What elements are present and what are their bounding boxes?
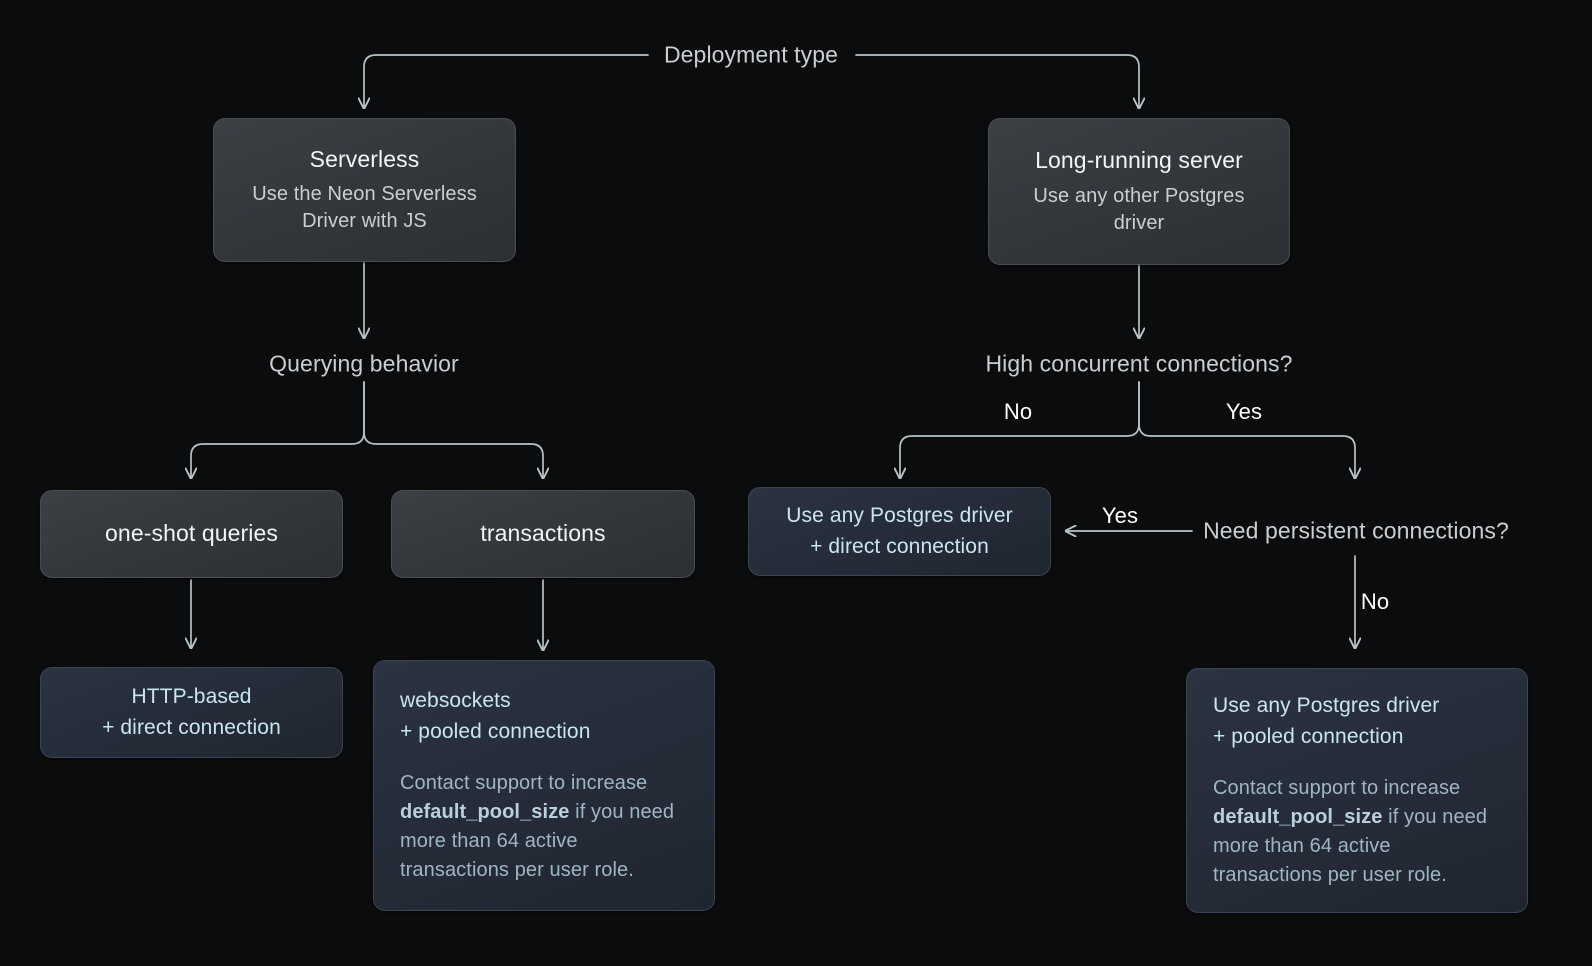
node-http-direct-connection[interactable]: HTTP-based + direct connection <box>40 667 343 758</box>
node-websockets-note-after: if you need more than 64 active transact… <box>400 800 675 881</box>
decision-high-concurrent-connections: High concurrent connections? <box>985 350 1293 377</box>
edge-label-concurrent-no: No <box>1003 399 1033 424</box>
edge-querying-to-oneshot <box>191 381 365 478</box>
node-any-driver-pooled-note-code: default_pool_size <box>1213 805 1383 828</box>
node-long-running-server[interactable]: Long-running server Use any other Postgr… <box>988 118 1290 265</box>
node-serverless-title: Serverless <box>309 145 420 172</box>
node-long-running-title: Long-running server <box>1035 147 1243 174</box>
node-any-driver-pooled-connection[interactable]: Use any Postgres driver + pooled connect… <box>1186 668 1528 913</box>
node-serverless[interactable]: Serverless Use the Neon Serverless Drive… <box>213 118 516 262</box>
decision-need-persistent-connections: Need persistent connections? <box>1203 517 1509 544</box>
node-any-driver-direct-connection[interactable]: Use any Postgres driver + direct connect… <box>748 487 1051 576</box>
node-one-shot-queries[interactable]: one-shot queries <box>40 490 343 578</box>
decision-querying-behavior: Querying behavior <box>269 350 459 377</box>
node-transactions-title: transactions <box>480 520 606 547</box>
node-http-direct-title: HTTP-based + direct connection <box>102 685 281 739</box>
node-any-driver-direct-title: Use any Postgres driver + direct connect… <box>786 504 1013 558</box>
edge-concurrent-no <box>900 381 1140 478</box>
node-one-shot-queries-title: one-shot queries <box>105 520 278 547</box>
edge-concurrent-yes <box>1138 381 1355 478</box>
node-websockets-note-code: default_pool_size <box>400 800 570 823</box>
edge-querying-to-transactions <box>363 381 543 478</box>
node-any-driver-pooled-note-before: Contact support to increase <box>1213 776 1461 799</box>
node-websockets-title: websockets + pooled connection <box>400 689 591 743</box>
edge-label-persistent-yes: Yes <box>1101 503 1139 528</box>
node-any-driver-pooled-note: Contact support to increase default_pool… <box>1213 774 1501 890</box>
edge-label-persistent-no: No <box>1360 589 1390 614</box>
edge-deployment-to-serverless <box>364 54 649 108</box>
node-transactions[interactable]: transactions <box>391 490 695 578</box>
root-label-deployment-type: Deployment type <box>663 41 839 68</box>
node-websockets-note: Contact support to increase default_pool… <box>400 769 688 885</box>
node-any-driver-pooled-note-after: if you need more than 64 active transact… <box>1213 805 1488 886</box>
node-serverless-subtitle: Use the Neon Serverless Driver with JS <box>252 183 477 233</box>
node-websockets-note-before: Contact support to increase <box>400 771 648 794</box>
node-any-driver-pooled-title: Use any Postgres driver + pooled connect… <box>1213 694 1440 748</box>
node-long-running-subtitle: Use any other Postgres driver <box>1033 184 1245 234</box>
edge-label-concurrent-yes: Yes <box>1225 399 1263 424</box>
edge-deployment-to-longrunning <box>855 54 1139 108</box>
node-websockets-pooled-connection[interactable]: websockets + pooled connection Contact s… <box>373 660 715 911</box>
